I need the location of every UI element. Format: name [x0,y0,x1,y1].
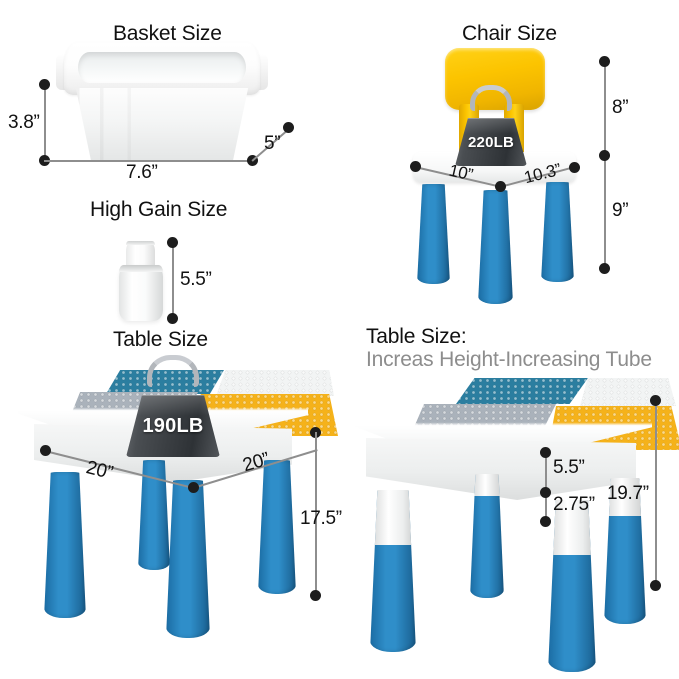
chair-dot-floor [598,262,610,274]
table-raised-illustration [352,378,679,672]
raised-table-leg-back-left [470,474,504,598]
weight-handle [470,85,512,111]
raised-apron-drop-label: 5.5” [553,457,585,478]
tube-upper-section [126,241,155,268]
raised-total-height-label: 19.7” [607,483,649,504]
basket-height-line [44,84,46,160]
table-dot-left [39,444,51,456]
high-gain-size-heading: High Gain Size [90,198,228,221]
table-raised-heading: Table Size: [366,325,467,348]
table-dot-front [187,481,199,493]
basket-depth-dot [282,121,294,133]
table-raised-subheading: Increas Height-Increasing Tube [366,348,652,371]
raised-dot-apron-top [539,446,551,458]
chair-weight-label: 220LB [467,133,515,151]
raised-dot-floor [649,579,661,591]
raised-dot-tube-top [539,486,551,498]
basket-depth-label: 5” [264,133,281,154]
raised-dot-top [649,394,661,406]
table-height-line [315,432,317,595]
table-size-heading: Table Size [113,328,208,351]
table-weight-icon: 190LB [126,355,220,457]
table-leg-front-left [44,472,86,618]
chair-leg-front-left [417,184,450,284]
basket-interior [77,51,247,83]
chair-seat-dot-front [494,180,506,192]
chair-size-heading: Chair Size [462,22,557,45]
chair-leg-front-center [478,190,513,304]
raised-table-leg-back-right [604,478,646,624]
raised-table-leg-front-left [370,490,416,652]
raised-table-leg-front-right [548,500,596,672]
table-dot-floor [309,589,321,601]
high-gain-dot-top [166,236,178,248]
chair-height-line [604,61,606,268]
basket-width-line [44,160,252,162]
high-gain-dot-bottom [166,312,178,324]
table-leg-back-right [258,460,296,594]
basket-width-label: 7.6” [126,162,158,183]
table-leg-front-right [166,480,210,638]
basket-height-dot-top [38,78,50,90]
chair-weight-icon: 220LB [455,85,527,166]
chair-seat-dot-right [568,161,580,173]
weight-body: 220LB [455,118,527,166]
raised-table-height-line [655,400,657,585]
chair-seat-dot-left [409,160,421,172]
tube-lower-section [118,265,164,321]
weight-handle [147,355,199,387]
raised-dot-tube-bottom [539,515,551,527]
table-height-label: 17.5” [300,508,342,529]
basket-illustration [56,42,268,162]
leg-extension-tube [548,500,596,556]
chair-leg-height-label: 9” [612,200,629,221]
chair-back-height-label: 8” [612,97,629,118]
high-gain-length-line [172,242,174,318]
high-gain-length-label: 5.5” [180,269,212,290]
weight-body: 190LB [126,395,220,457]
chair-leg-back-right [541,182,574,282]
table-weight-label: 190LB [142,414,204,437]
basket-size-heading: Basket Size [113,22,222,45]
basket-height-label: 3.8” [8,112,40,133]
leg-extension-tube [370,490,416,546]
chair-dot-back-top [598,55,610,67]
basket-body [75,87,249,162]
raised-tube-segment-label: 2.75” [553,494,595,515]
chair-dot-seat [598,149,610,161]
leg-extension-tube [604,478,646,516]
height-increasing-tube-illustration [118,241,164,321]
leg-extension-tube [470,474,504,497]
